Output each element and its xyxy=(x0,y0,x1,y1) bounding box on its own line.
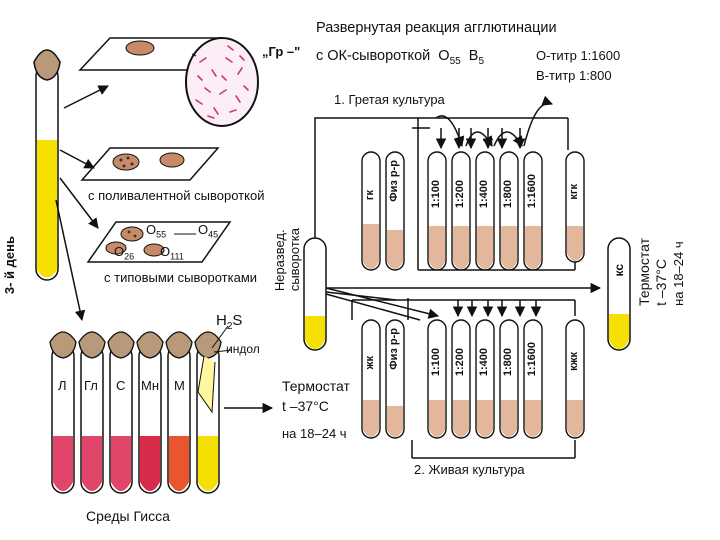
o-titer: О-титр 1:1600 xyxy=(536,48,621,63)
bacteria-rods-icon xyxy=(195,45,249,119)
hiss-tube-lactose xyxy=(49,331,77,494)
title-b-sub: 5 xyxy=(478,55,484,67)
title-o-antigen: O xyxy=(438,48,450,64)
plate-typed xyxy=(86,221,232,263)
thermostat-left-line3: на 18–24 ч xyxy=(282,426,347,441)
hiss-label-0: Л xyxy=(58,378,67,393)
live-heading: 2. Живая культура xyxy=(414,462,525,477)
heated-tube-label-1: Физ р-р xyxy=(388,160,400,202)
plate-polyvalent xyxy=(80,147,220,181)
title-line1: Развернутая реакция агглютинации xyxy=(316,20,557,36)
indole-label: индол xyxy=(226,342,260,356)
plate-gram xyxy=(78,37,222,71)
hiss-tube-indole xyxy=(194,325,233,494)
title-serum: с ОК-сывороткой xyxy=(316,48,431,64)
label-o45: O45 xyxy=(198,222,219,240)
colony xyxy=(125,40,155,56)
live-flow-lines xyxy=(325,282,602,459)
hiss-tube-mannitol xyxy=(165,331,193,494)
hiss-tube-maltose xyxy=(136,331,164,494)
live-tube-label-6: 1:1600 xyxy=(526,342,538,377)
indicator-paper-icon xyxy=(197,355,216,414)
h2s-label: H2S xyxy=(216,312,243,332)
heated-tube-label-0: гк xyxy=(364,190,376,201)
hiss-tube-sucrose xyxy=(107,331,135,494)
heated-heading: 1. Гретая культура xyxy=(334,92,445,107)
heated-tube-label-6: 1:1600 xyxy=(526,174,538,209)
hiss-label-1: Гл xyxy=(84,378,98,393)
hiss-label-4: М xyxy=(174,378,185,393)
flow-arrows-left xyxy=(55,85,274,414)
hiss-label-3: Мн xyxy=(141,378,160,393)
heated-tube-label-3: 1:200 xyxy=(454,180,466,209)
heated-tube-label-2: 1:100 xyxy=(430,180,442,209)
typed-label: с типовыми сыворотками xyxy=(104,270,258,285)
gram-label: „Гр –" xyxy=(262,44,301,59)
heated-tubes xyxy=(361,151,585,271)
microscopy-dish xyxy=(185,37,259,127)
heated-tube-label-4: 1:400 xyxy=(478,180,490,209)
thermostat-left-line2: t –37°С xyxy=(282,398,329,414)
live-tube-label-0: жк xyxy=(364,356,376,370)
label-o111: O111 xyxy=(160,244,184,262)
live-tube-label-1: Физ р-р xyxy=(388,328,400,370)
serum-tube xyxy=(303,237,327,351)
heated-tube-label-7: кгк xyxy=(568,184,580,200)
live-tubes xyxy=(361,319,585,439)
live-tube-label-3: 1:200 xyxy=(454,348,466,377)
title-line2: с ОК-сывороткой O55 B5 xyxy=(316,48,484,67)
polyvalent-label: с поливалентной сывороткой xyxy=(88,188,265,203)
cotton-plug-icon xyxy=(33,49,61,81)
title-b-antigen: B xyxy=(468,48,479,64)
hiss-label-2: С xyxy=(116,378,126,393)
hiss-caption: Среды Гисса xyxy=(86,508,170,524)
live-tube-label-5: 1:800 xyxy=(502,348,514,377)
thermostat-left-line1: Термостат xyxy=(282,378,350,394)
control-tube-label: кс xyxy=(612,264,626,277)
heated-tube-label-5: 1:800 xyxy=(502,180,514,209)
serum-tube-label: Неразвед.сыворотка xyxy=(272,228,302,292)
label-o26: O26 xyxy=(114,244,135,262)
label-o55: O55 xyxy=(146,222,167,240)
day-label: 3- й день xyxy=(2,236,17,295)
live-tube-label-7: кжк xyxy=(568,352,580,371)
control-tube xyxy=(607,237,631,351)
hiss-tubes xyxy=(49,325,233,494)
live-tube-label-2: 1:100 xyxy=(430,348,442,377)
live-tube-label-4: 1:400 xyxy=(478,348,490,377)
hiss-tube-glucose xyxy=(78,331,106,494)
b-titer: В-титр 1:800 xyxy=(536,68,612,83)
title-o-sub: 55 xyxy=(449,55,461,67)
source-tube xyxy=(33,49,61,281)
connector-line xyxy=(191,53,197,57)
